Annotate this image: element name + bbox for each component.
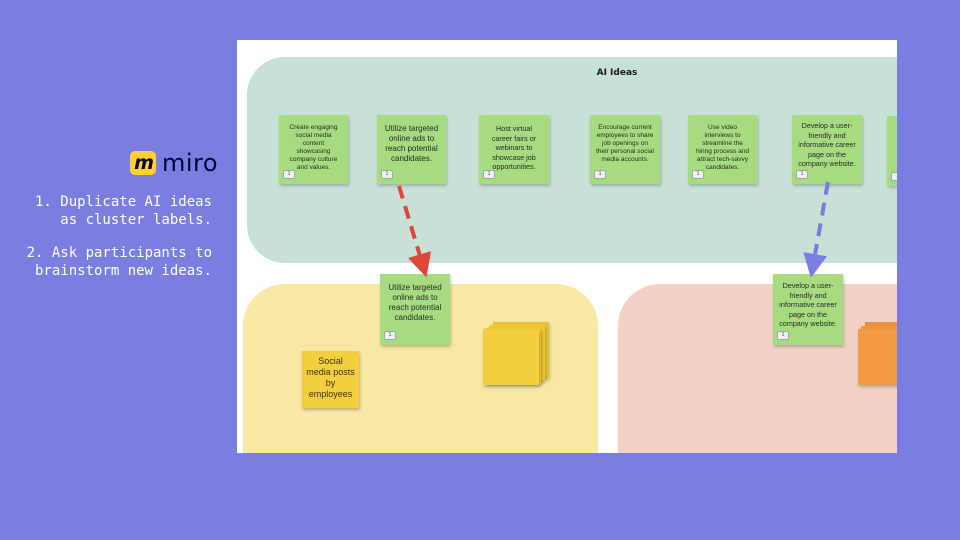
author-avatar-icon: 1 [483, 170, 495, 179]
author-avatar-icon [891, 172, 897, 181]
sticky-text: Social media posts by employees [306, 356, 355, 399]
sticky-stack[interactable] [483, 329, 539, 385]
miro-logo-icon: m [130, 151, 156, 175]
sticky-text: Host virtual career fairs or webinars to… [491, 124, 537, 171]
author-avatar-icon: 1 [283, 170, 295, 179]
instruction-step-1: 1. Duplicate AI ideas as cluster labels. [34, 194, 212, 228]
author-avatar-icon: 1 [777, 331, 789, 340]
sticky-text: Develop a user-friendly and informative … [798, 121, 856, 168]
ai-ideas-frame[interactable] [247, 57, 897, 263]
instruction-step-2: 2. Ask participants to brainstorm new id… [26, 245, 212, 279]
ai-idea-sticky[interactable]: Utilize targeted online ads to reach pot… [377, 115, 446, 184]
author-avatar-icon: 1 [381, 170, 393, 179]
sticky-text: Utilize targeted online ads to reach pot… [384, 124, 439, 163]
miro-wordmark: miro [162, 149, 219, 177]
participant-sticky[interactable]: Social media posts by employees [302, 351, 359, 408]
ai-idea-sticky[interactable]: Encourage current employees to share job… [590, 115, 660, 184]
ai-idea-sticky[interactable]: Use video interviews to streamline the h… [688, 115, 757, 184]
frame-title: AI Ideas [596, 68, 638, 78]
author-avatar-icon: 1 [796, 170, 808, 179]
cluster-label-sticky[interactable]: Develop a user-friendly and informative … [773, 274, 843, 345]
ai-idea-sticky[interactable]: Host virtual career fairs or webinars to… [479, 115, 549, 184]
instructions: 1. Duplicate AI ideas as cluster labels.… [12, 193, 212, 295]
sticky-text: Develop a user-friendly and informative … [779, 281, 837, 328]
ai-idea-sticky[interactable]: Create engaging social media content sho… [279, 115, 348, 184]
miro-board[interactable]: AI Ideas Create engaging social media co… [237, 40, 897, 453]
author-avatar-icon: 1 [384, 331, 396, 340]
sticky-stack-orange[interactable] [858, 329, 897, 385]
author-avatar-icon: 1 [692, 170, 704, 179]
author-avatar-icon: 1 [594, 170, 606, 179]
miro-logo: m miro [130, 149, 218, 177]
cluster-area-pink[interactable] [618, 284, 897, 453]
ai-idea-sticky-partial[interactable] [887, 116, 897, 186]
cluster-label-sticky[interactable]: Utilize targeted online ads to reach pot… [380, 274, 450, 345]
sticky-text: Create engaging social media content sho… [289, 124, 338, 171]
ai-idea-sticky[interactable]: Develop a user-friendly and informative … [792, 115, 862, 184]
sticky-text: Use video interviews to streamline the h… [695, 124, 750, 171]
sticky-text: Utilize targeted online ads to reach pot… [388, 283, 442, 322]
sticky-text: Encourage current employees to share job… [596, 124, 654, 163]
